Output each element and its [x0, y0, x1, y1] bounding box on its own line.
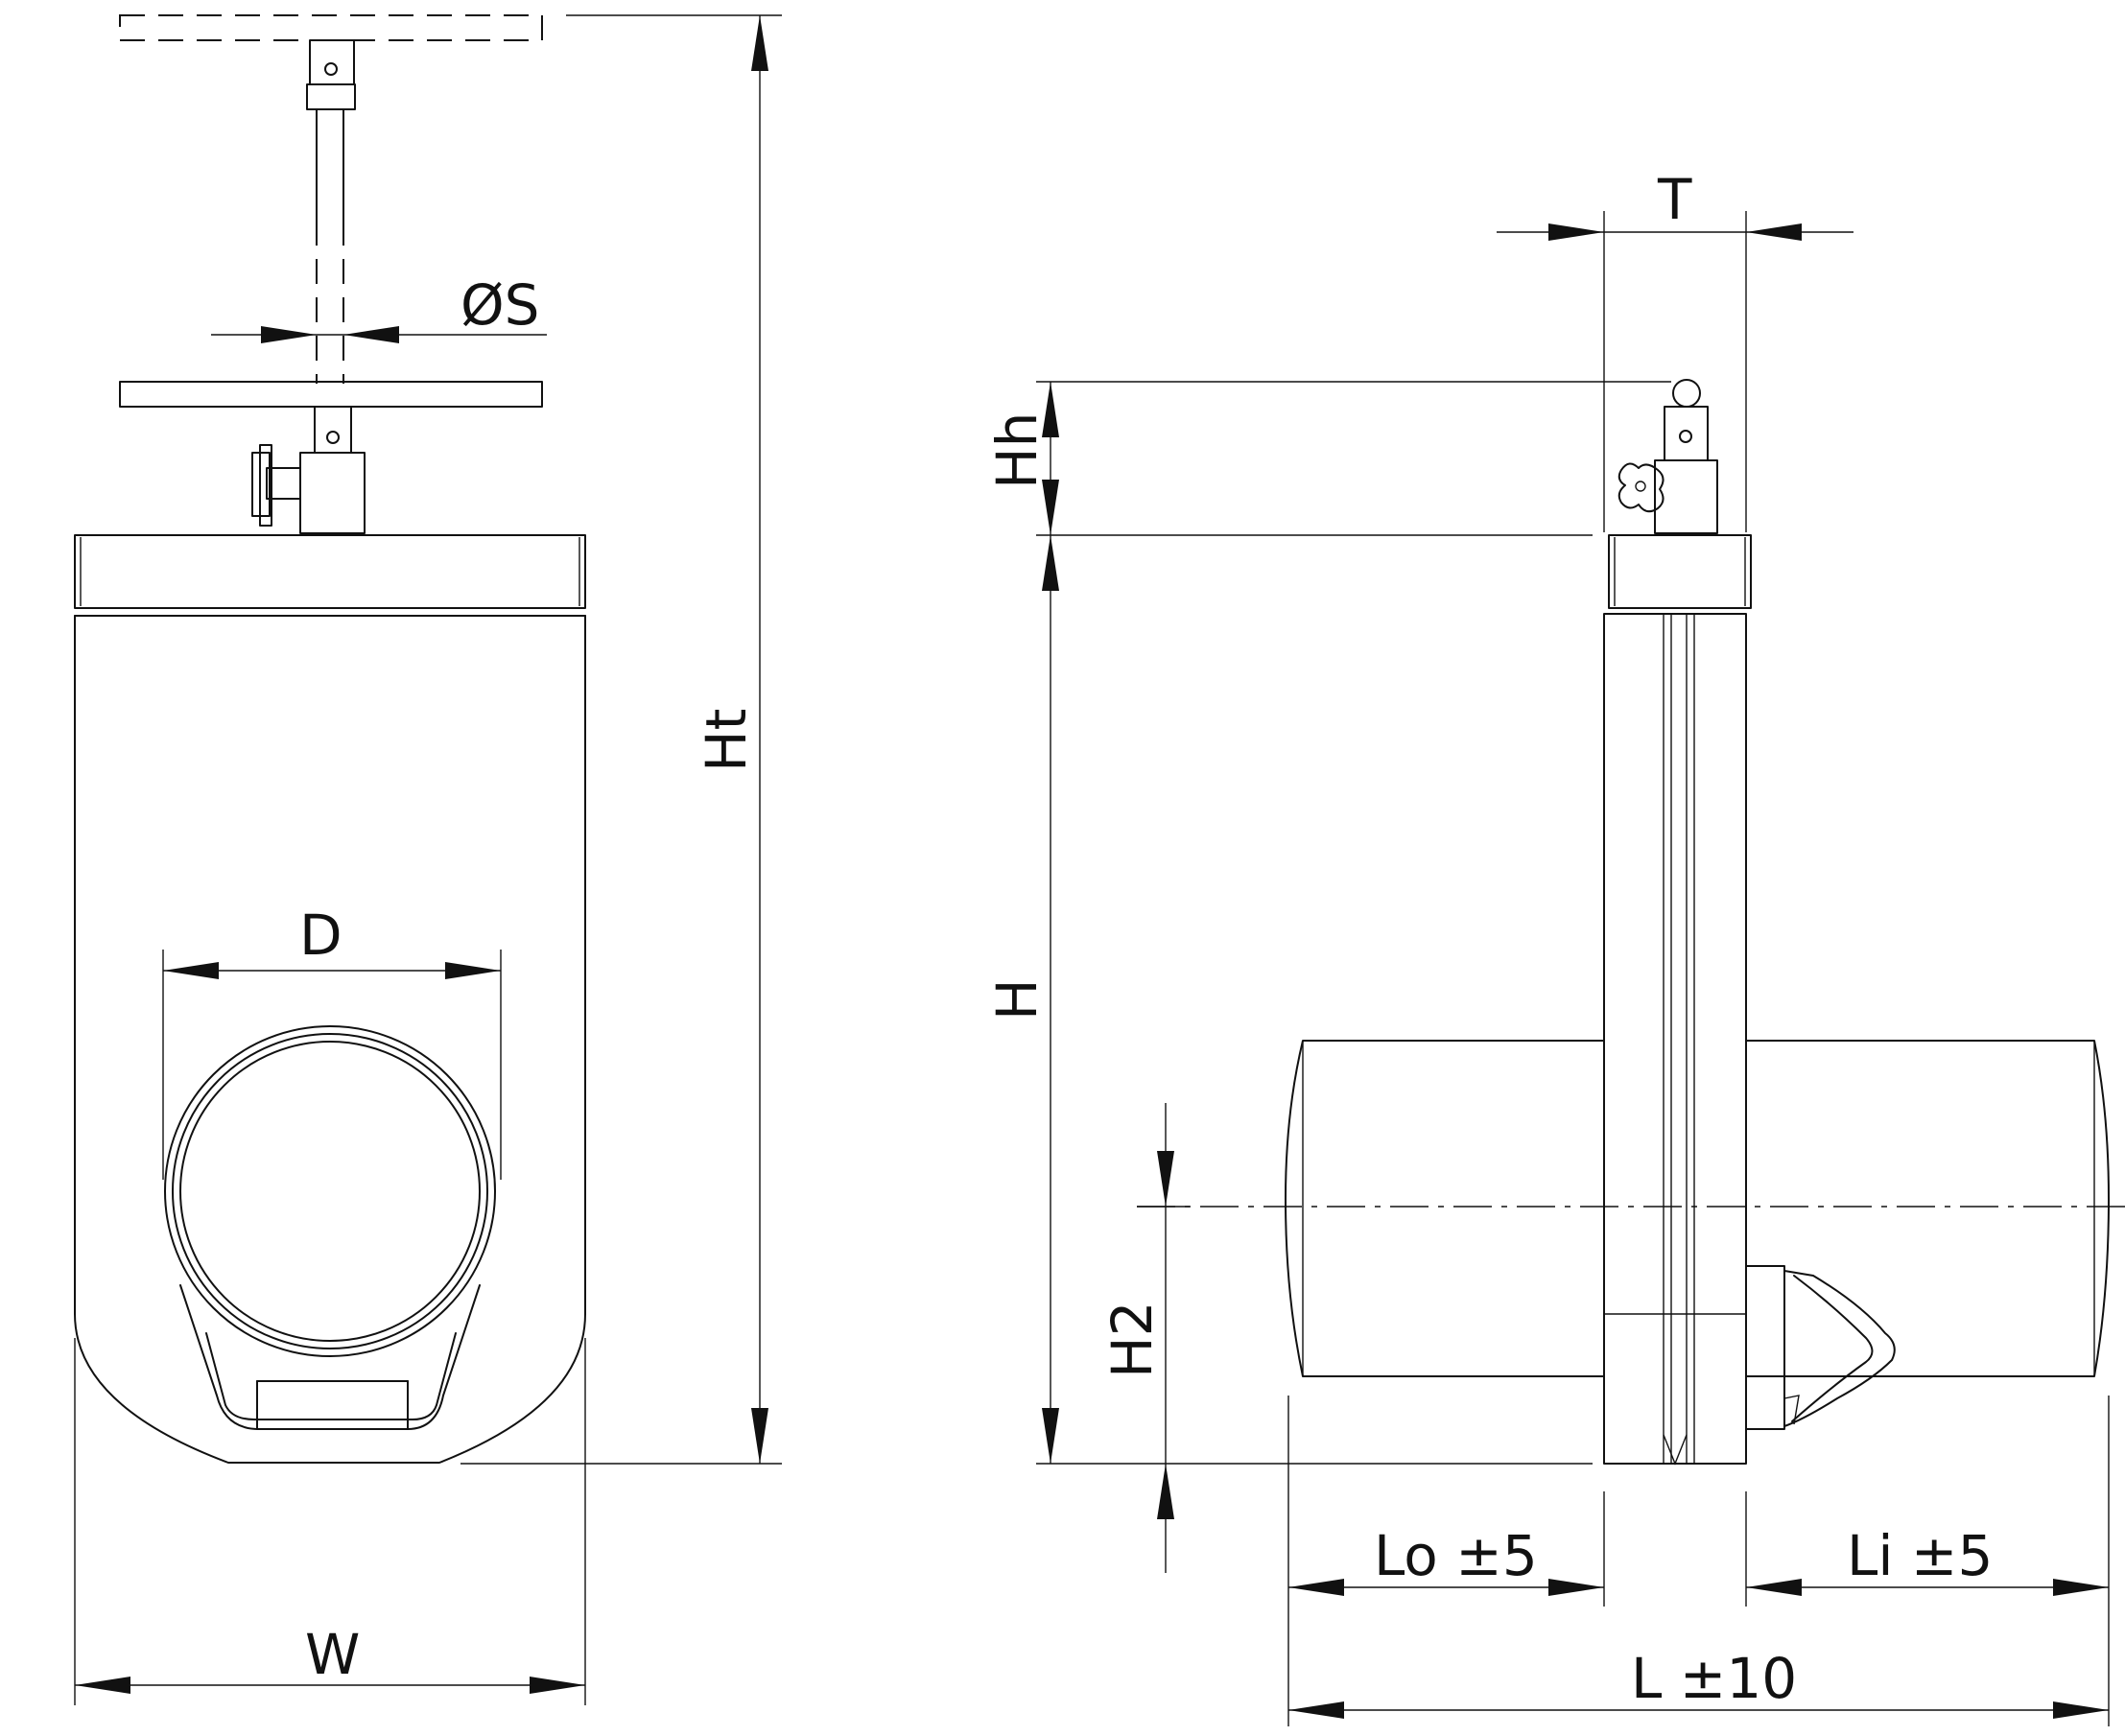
top-flange — [74, 534, 586, 609]
valve-stem — [306, 39, 356, 384]
gate-body — [1603, 613, 1747, 1465]
label-li: Li ±5 — [1847, 1523, 1993, 1588]
label-phi-s: ØS — [460, 272, 539, 338]
label-l: L ±10 — [1631, 1646, 1797, 1711]
front-view — [74, 14, 782, 1465]
dimension-hh: Hh — [984, 381, 1671, 536]
lock-knob — [251, 444, 301, 527]
pipe-outlet — [1285, 1040, 1605, 1377]
label-lo: Lo ±5 — [1374, 1523, 1538, 1588]
label-h2: H2 — [1099, 1301, 1165, 1378]
dimension-t: T — [1497, 167, 1853, 532]
dimension-l: L ±10 — [1288, 1646, 2109, 1719]
bore-opening — [164, 1025, 496, 1430]
lifting-bracket — [1745, 1265, 1896, 1430]
label-ht: Ht — [694, 709, 759, 772]
label-w: W — [305, 1622, 360, 1687]
stem-nut — [299, 406, 366, 534]
side-view — [1137, 379, 2125, 1466]
handwheel-raised — [119, 14, 543, 41]
label-hh: Hh — [984, 412, 1050, 489]
dimension-h2: H2 — [1099, 1103, 1190, 1573]
side-top-flange — [1608, 534, 1752, 609]
label-h: H — [984, 978, 1050, 1020]
dimension-phi-s: ØS — [211, 272, 547, 343]
handwheel — [119, 381, 543, 408]
label-d: D — [299, 903, 342, 968]
star-knob-icon — [1617, 462, 1665, 513]
label-t: T — [1657, 167, 1692, 232]
dimension-h: H — [984, 535, 1593, 1465]
dimension-li: Li ±5 — [1745, 1396, 2110, 1726]
pipe-inlet — [1745, 1040, 2110, 1377]
dimension-lo: Lo ±5 — [1287, 1396, 1605, 1726]
valve-body — [74, 615, 586, 1464]
dimension-ht: Ht — [566, 14, 782, 1464]
dimension-w: W — [74, 1338, 586, 1705]
side-actuator — [1617, 379, 1718, 534]
dimension-d: D — [162, 903, 502, 1180]
